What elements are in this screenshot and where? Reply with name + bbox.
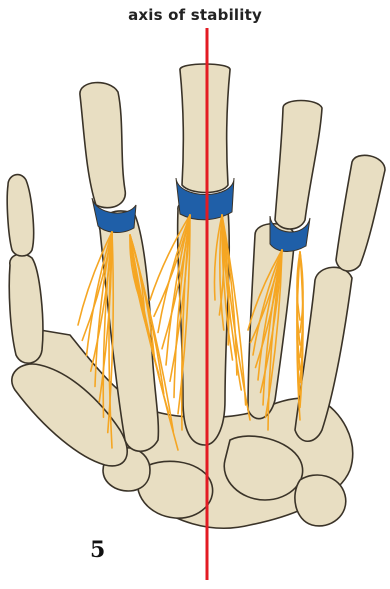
axis-of-stability-label: axis of stability bbox=[0, 6, 390, 24]
thumb-proximal-phalanx bbox=[9, 254, 43, 363]
figure-number: 5 bbox=[90, 537, 105, 563]
middle-proximal-phalanx bbox=[180, 64, 230, 193]
little-proximal-phalanx bbox=[336, 155, 385, 271]
ring-metacarpal bbox=[248, 224, 295, 419]
bones-group bbox=[7, 64, 385, 528]
thumb-distal-phalanx bbox=[7, 175, 33, 256]
index-proximal-phalanx bbox=[80, 83, 125, 208]
ring-proximal-phalanx bbox=[275, 101, 322, 230]
carpal-bone-pisiform bbox=[295, 475, 346, 526]
